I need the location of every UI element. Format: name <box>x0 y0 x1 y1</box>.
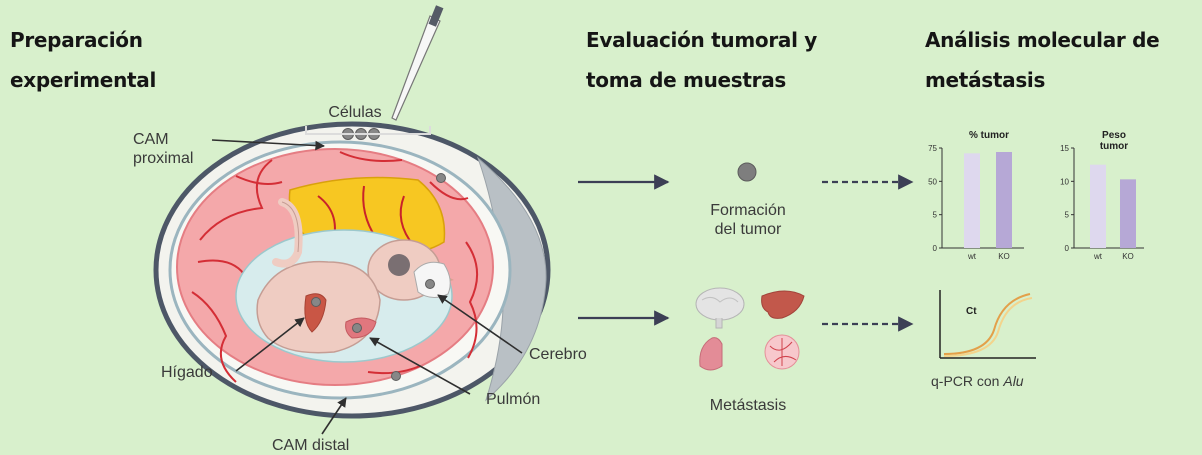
pipette <box>391 5 444 121</box>
flow-arrows <box>578 174 914 332</box>
cam-tissue-icon <box>764 334 800 370</box>
bar-ko <box>996 152 1012 248</box>
chart-2-bars <box>1090 164 1136 248</box>
egg-illustration <box>153 5 551 419</box>
chart-1-x-labels: wt KO <box>967 252 1010 261</box>
metastasis-organs <box>695 287 805 371</box>
heading-preparacion-line2: experimental <box>10 68 157 92</box>
y-tick-label: 15 <box>1060 144 1069 153</box>
chart-2-title-line2: tumor <box>1100 141 1128 152</box>
x-tick-label: wt <box>967 252 977 261</box>
tumor-nodule <box>737 162 757 182</box>
label-higado: Hígado <box>161 364 213 381</box>
y-tick-label: 0 <box>1065 244 1070 253</box>
shell-opening <box>305 126 431 135</box>
label-cam-distal: CAM distal <box>272 437 350 454</box>
heading-evaluacion-line2: toma de muestras <box>586 68 787 92</box>
y-tick-label: 75 <box>928 144 937 153</box>
x-tick-label: wt <box>1093 252 1103 261</box>
bar-wt <box>964 153 980 248</box>
heading-preparacion: Preparación experimental <box>10 20 156 100</box>
label-qpcr: q-PCR con Alu <box>931 372 1024 391</box>
label-cam-proximal: CAM proximal <box>133 130 193 168</box>
qpcr-curve-2 <box>943 297 1033 357</box>
heading-preparacion-line1: Preparación <box>10 28 143 52</box>
egg-label-arrows <box>211 139 523 435</box>
label-cerebro: Cerebro <box>529 346 587 363</box>
y-tick-label: 10 <box>1060 177 1069 186</box>
chart-2-title-line1: Peso <box>1102 130 1126 141</box>
label-qpcr-prefix: q-PCR con <box>931 373 1004 389</box>
chart-1-bars <box>964 152 1012 248</box>
label-cam-proximal-line1: CAM <box>133 131 169 148</box>
cam-blood-vessels <box>191 151 479 383</box>
chart-2-x-labels: wt KO <box>1093 252 1134 261</box>
label-qpcr-italic: Alu <box>1003 373 1024 389</box>
heading-analisis-line2: metástasis <box>925 68 1046 92</box>
heading-analisis: Análisis molecular de metástasis <box>925 20 1160 100</box>
label-celulas: Células <box>328 104 382 121</box>
y-tick-label: 5 <box>933 211 938 220</box>
x-tick-label: KO <box>998 252 1010 261</box>
bar-ko <box>1120 179 1136 248</box>
tumor-dots <box>311 128 446 381</box>
brain-icon <box>695 287 745 329</box>
heading-evaluacion: Evaluación tumoral y toma de muestras <box>586 20 817 100</box>
lung-icon <box>699 337 723 371</box>
heading-analisis-line1: Análisis molecular de <box>925 28 1160 52</box>
chart-2-y-ticks: 15 10 5 0 <box>1060 144 1074 253</box>
bar-chart-peso-tumor: Peso tumor 15 10 5 0 wt KO <box>1060 130 1144 261</box>
qpcr-ct-label: Ct <box>966 306 977 317</box>
heading-evaluacion-line1: Evaluación tumoral y <box>586 28 818 52</box>
y-tick-label: 5 <box>1065 211 1070 220</box>
qpcr-plot: Ct <box>939 290 1036 359</box>
label-formacion-line1: Formación <box>710 202 786 219</box>
bar-wt <box>1090 164 1106 248</box>
liver-icon <box>761 290 805 319</box>
qpcr-curve-1 <box>943 293 1031 355</box>
chart-1-title: % tumor <box>969 130 1009 141</box>
y-tick-label: 50 <box>928 177 937 186</box>
label-cam-proximal-line2: proximal <box>133 150 194 167</box>
label-formacion-tumor: Formación del tumor <box>686 201 810 239</box>
label-pulmon: Pulmón <box>486 391 541 408</box>
label-metastasis: Metástasis <box>709 397 787 414</box>
x-tick-label: KO <box>1122 252 1134 261</box>
label-formacion-line2: del tumor <box>714 221 782 238</box>
y-tick-label: 0 <box>933 244 938 253</box>
